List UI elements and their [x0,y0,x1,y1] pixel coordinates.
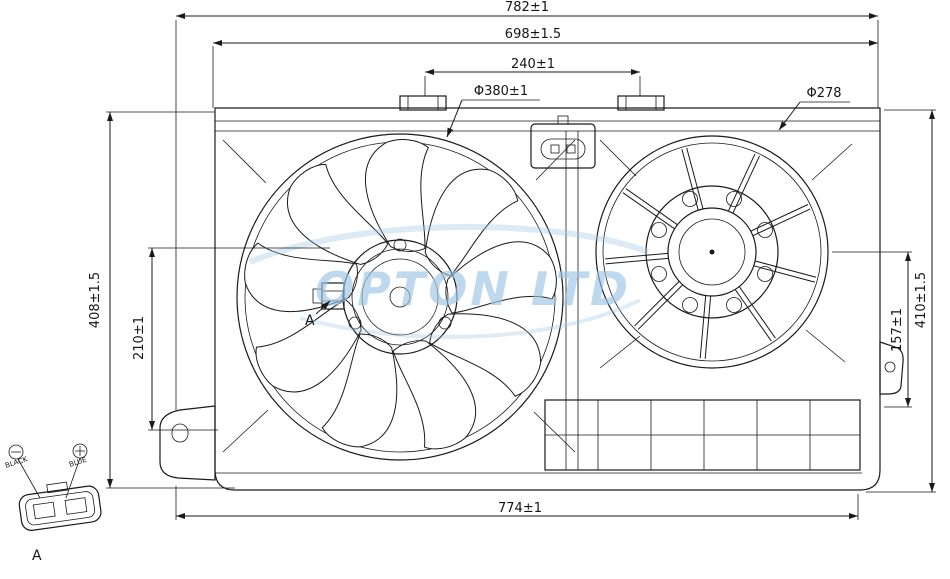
dim-left-overall: 408±1.5 [88,272,103,328]
terminal-negative-symbol: BLACK [4,444,29,470]
small-fan-hub [645,185,779,319]
large-fan-hub [312,238,458,355]
hub-ref-label: A [305,313,315,329]
dim-top-overall: 782±1 [505,0,549,15]
dim-top-inner: 698±1.5 [505,27,561,42]
watermark-text: OPTON LTD [315,262,631,316]
dim-tab-span: 240±1 [511,57,555,72]
small-fan [595,135,829,369]
fan-shroud [159,95,904,491]
dim-small-fan-dia: Φ278 [806,86,841,101]
dim-left-inner: 210±1 [132,316,147,360]
watermark-swoosh-bottom [299,298,641,339]
large-fan [233,132,564,461]
mounting-bracket-right [879,341,904,395]
mounting-tab-left [399,95,447,111]
watermark-swoosh-top [248,223,650,265]
connector-detail: BLACK BLUE A [4,443,102,564]
dimensions: 782±1 698±1.5 240±1 Φ380±1 Φ278 408±1.5 … [88,0,936,520]
terminal-negative-label: BLACK [4,455,29,470]
mounting-tab-right [617,95,665,111]
harness-connector-housing [530,115,596,169]
detail-ref-label: A [32,548,42,564]
watermark: OPTON LTD [248,223,650,339]
shroud-vent-grid [544,399,861,471]
dim-right-overall: 410±1.5 [914,272,929,328]
dim-large-fan-dia: Φ380±1 [474,84,528,99]
connector-plug [18,481,102,531]
dim-right-inner: 157±1 [890,308,905,352]
mounting-bracket-left [159,405,216,481]
dim-bottom-overall: 774±1 [498,501,542,516]
terminal-positive-label: BLUE [68,456,88,469]
